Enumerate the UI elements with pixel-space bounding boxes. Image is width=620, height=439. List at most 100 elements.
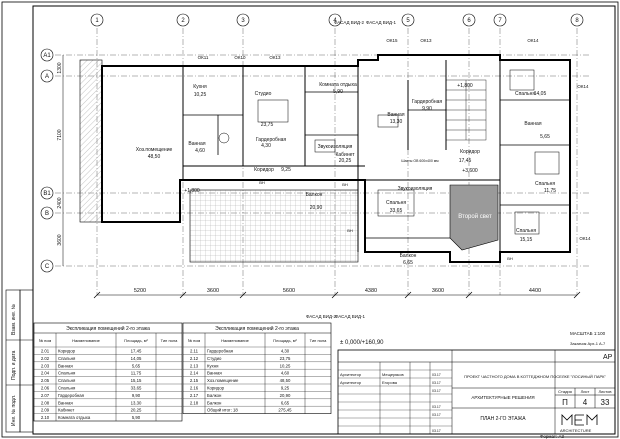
table-cell: 6,65 xyxy=(281,400,290,405)
table-cell: Коридор xyxy=(58,349,76,354)
left-label-1: Инв. № подл. xyxy=(11,395,17,426)
label-window-5: ОК13 xyxy=(420,38,432,43)
role-2: Архитектор xyxy=(340,380,362,385)
table-cell: 2.10 xyxy=(41,415,50,420)
table-cell: Кабинет xyxy=(58,408,74,413)
table-cell: Ванная xyxy=(58,363,73,368)
table-header: Площадь, м² xyxy=(124,338,148,343)
format-label: Формат: А3 xyxy=(540,434,564,439)
sheet-title: ПЛАН 2-ГО ЭТАЖА xyxy=(480,416,526,422)
room-balcony-1-area: 20,90 xyxy=(310,205,323,211)
label-window-3: ОК13 xyxy=(269,55,281,60)
row-axis-markers: A1 A B1 B C xyxy=(40,48,54,273)
svg-text:5: 5 xyxy=(406,18,410,24)
table-cell: 2.09 xyxy=(41,408,50,413)
dim-col-4: 4380 xyxy=(365,288,377,294)
room-balcony-2: Балкон xyxy=(400,253,417,259)
table-cell: 2.17 xyxy=(190,393,199,398)
table-cell: Коридор xyxy=(207,386,225,391)
axis-B1: B1 xyxy=(43,191,51,197)
second-light-void xyxy=(449,184,499,251)
level-label: ± 0,000/+160,90 xyxy=(340,340,384,346)
room-corridor-1: Коридор xyxy=(460,149,480,155)
table-cell: 2.15 xyxy=(190,378,199,383)
table-header: Площадь, м² xyxy=(273,338,297,343)
table-cell: Комната отдыха xyxy=(58,415,91,420)
dim-col-5: 3600 xyxy=(432,288,444,294)
axis-A: A xyxy=(45,74,49,80)
table-cell: 2.16 xyxy=(190,386,199,391)
table-header: № пом xyxy=(39,338,52,343)
balcony-deck xyxy=(189,189,359,263)
date-4: 03.17 xyxy=(432,405,441,409)
room-utility-area: 48,50 xyxy=(148,154,161,160)
table-cell: 2.14 xyxy=(190,371,199,376)
table-cell: 2.03 xyxy=(41,363,50,368)
table-title: Экспликация помещений 2-го этажа xyxy=(66,325,150,332)
room-bath-3: Ванная xyxy=(524,121,541,127)
room-bedroom-3: Спальня xyxy=(516,228,536,234)
date-6: 03.17 xyxy=(432,429,441,433)
label-window-7: ОК14 xyxy=(577,84,589,89)
room-utility: Хоз.помещение xyxy=(136,147,173,153)
table-cell: 2.04 xyxy=(41,371,50,376)
table-cell: 2.11 xyxy=(190,349,199,354)
table-cell: Гардеробная xyxy=(207,349,234,354)
table-cell: Балкон xyxy=(207,400,222,405)
label-shafts: Шахты ОВ 600x400 мм xyxy=(401,159,439,163)
table-cell: 2.06 xyxy=(41,386,50,391)
room-lounge-area: 5,90 xyxy=(333,89,343,95)
sheets-header: Листов xyxy=(599,389,612,394)
room-lounge: Комната отдыха xyxy=(319,82,357,88)
bottom-dimensions: 5200 3600 5600 4380 3600 4400 xyxy=(93,288,581,299)
table-cell: Спальня xyxy=(58,356,76,361)
table-cell: 5,90 xyxy=(132,415,141,420)
left-dimensions: 1300 7100 2400 3600 xyxy=(57,55,64,266)
room-bath-2: Ванная xyxy=(387,112,404,118)
table-cell: Студио xyxy=(207,356,222,361)
room-kitchen: Кухня xyxy=(193,84,207,90)
table-cell: 2.08 xyxy=(41,400,50,405)
walls xyxy=(101,54,571,263)
label-soundproof-1: Звукоизоляция xyxy=(318,144,353,150)
date-5: 03.17 xyxy=(432,413,441,417)
explication-table-1: Экспликация помещений 2-го этажа № пом Наи… xyxy=(33,322,183,422)
room-wardrobe-2-area: 9,90 xyxy=(422,106,432,112)
table-cell: Спальня xyxy=(58,371,76,376)
svg-text:3: 3 xyxy=(241,18,245,24)
room-study-area: 20,25 xyxy=(339,158,352,164)
table-header: Наименование xyxy=(72,338,101,343)
table-cell: Общий итог: 18 xyxy=(207,408,238,413)
table-cell: 9,90 xyxy=(132,393,141,398)
table-cell: 2.13 xyxy=(190,363,199,368)
room-wardrobe-1: Гардеробная xyxy=(256,137,287,143)
room-bath-2-area: 13,30 xyxy=(390,119,403,125)
svg-text:4: 4 xyxy=(333,18,337,24)
table-cell: 2.01 xyxy=(41,349,50,354)
table-cell: 48,50 xyxy=(280,378,291,383)
label-vn-1: ВН xyxy=(259,180,265,185)
svg-text:7100: 7100 xyxy=(57,129,63,140)
stage-header: Стадия xyxy=(558,389,572,394)
title-block: МАСШТАБ 1:100 Заказчик Арх-1 А-7 ± 0,000… xyxy=(337,331,616,439)
room-kitchen-area: 10,25 xyxy=(194,92,207,98)
room-bedroom-1: Спальня xyxy=(515,91,535,97)
table-cell: Ванная xyxy=(207,371,222,376)
room-balcony-2-area: 6,65 xyxy=(403,260,413,266)
table-cell: Балкон xyxy=(207,393,222,398)
dim-col-6: 4400 xyxy=(529,288,541,294)
table-header: № пом xyxy=(188,338,201,343)
table-cell: 20,25 xyxy=(131,408,142,413)
label-vn-3: ВН xyxy=(347,228,353,233)
table-cell: Ванная xyxy=(58,400,73,405)
table-cell: 13,30 xyxy=(131,400,142,405)
label-window-4: ОК15 xyxy=(386,38,398,43)
room-bedroom-2: Спальня xyxy=(535,181,555,187)
table-cell: 4,30 xyxy=(281,349,290,354)
table-cell: 23,75 xyxy=(280,356,291,361)
table-cell: 11,75 xyxy=(131,371,142,376)
stage-value: П xyxy=(562,398,568,407)
svg-text:2: 2 xyxy=(181,18,185,24)
